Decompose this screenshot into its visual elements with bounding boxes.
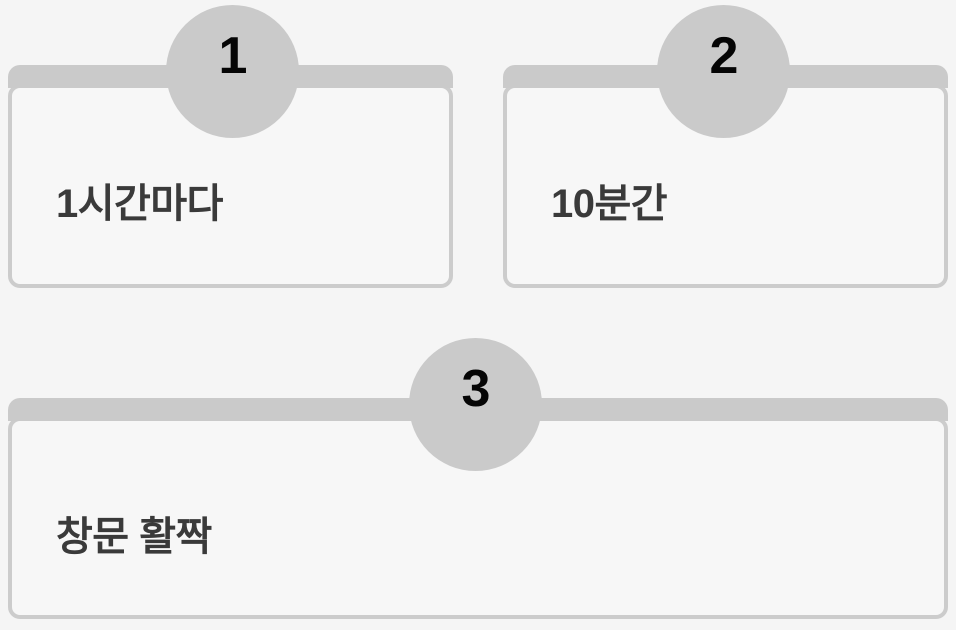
step-card-2-label: 10분간 xyxy=(551,182,668,226)
step-badge-1-number: 1 xyxy=(218,26,248,85)
step-badge-3: 3 xyxy=(409,338,542,471)
step-badge-2-number: 2 xyxy=(709,26,739,85)
step-badge-3-number: 3 xyxy=(461,359,491,418)
step-card-1-label: 1시간마다 xyxy=(56,182,223,226)
step-badge-1: 1 xyxy=(166,5,299,138)
step-badge-2: 2 xyxy=(657,5,790,138)
step-card-3-label: 창문 활짝 xyxy=(56,515,212,559)
step-card-1-body xyxy=(8,84,453,288)
